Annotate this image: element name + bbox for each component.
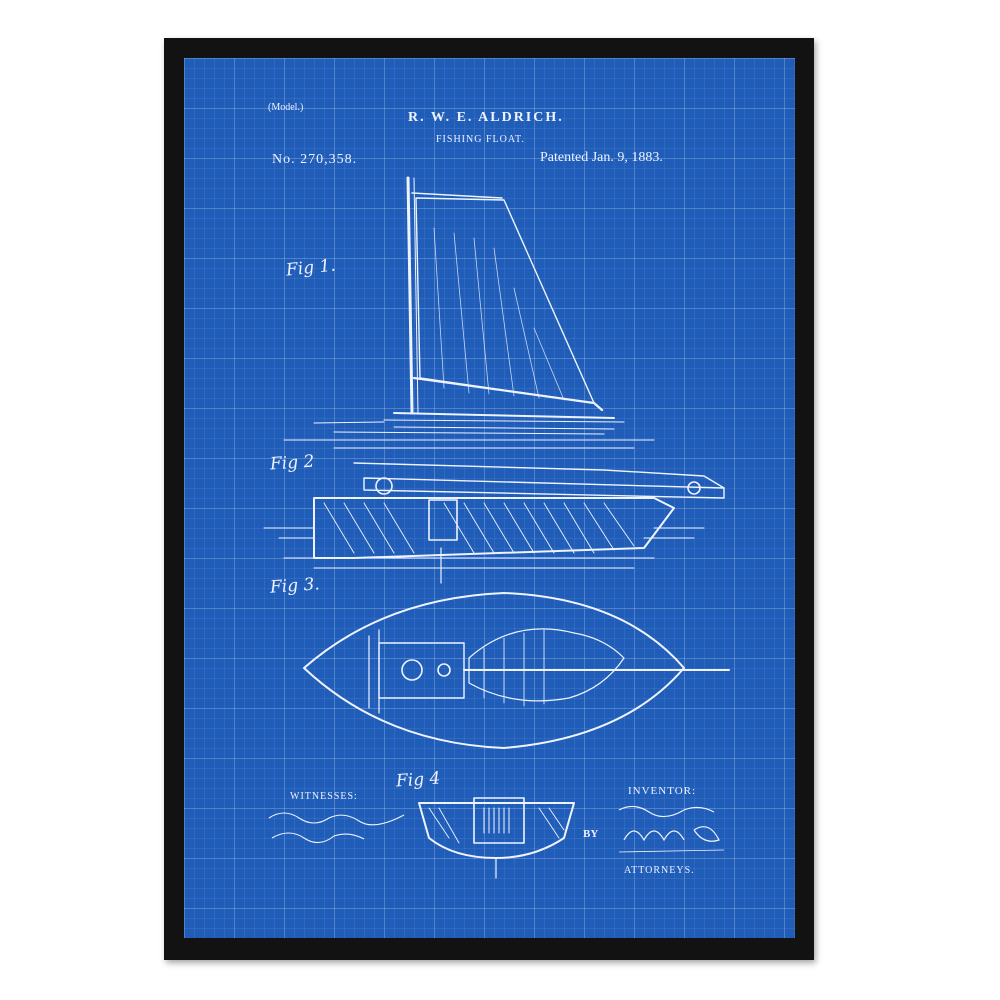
figure-2-hull-drawing [263,462,725,584]
figure-1-sailboat-drawing [283,176,655,449]
blueprint-poster: (Model.) R. W. E. ALDRICH. FISHING FLOAT… [184,58,795,938]
model-label: (Model.) [268,102,304,113]
attorneys-label: ATTORNEYS. [624,865,695,876]
inventor-label: INVENTOR: [628,785,697,797]
patent-title: FISHING FLOAT. [436,134,525,145]
by-label: BY [583,828,599,840]
inventor-name-heading: R. W. E. ALDRICH. [408,110,564,125]
figure-4-cross-section-drawing [418,797,575,879]
patent-drawing [263,176,730,879]
inventor-signature [618,805,725,853]
witnesses-label: WITNESSES: [290,791,358,802]
patent-date: Patented Jan. 9, 1883. [540,150,663,165]
figure-3-top-view-drawing [303,592,730,749]
witness-signatures [268,812,405,844]
patent-number: No. 270,358. [272,152,358,167]
